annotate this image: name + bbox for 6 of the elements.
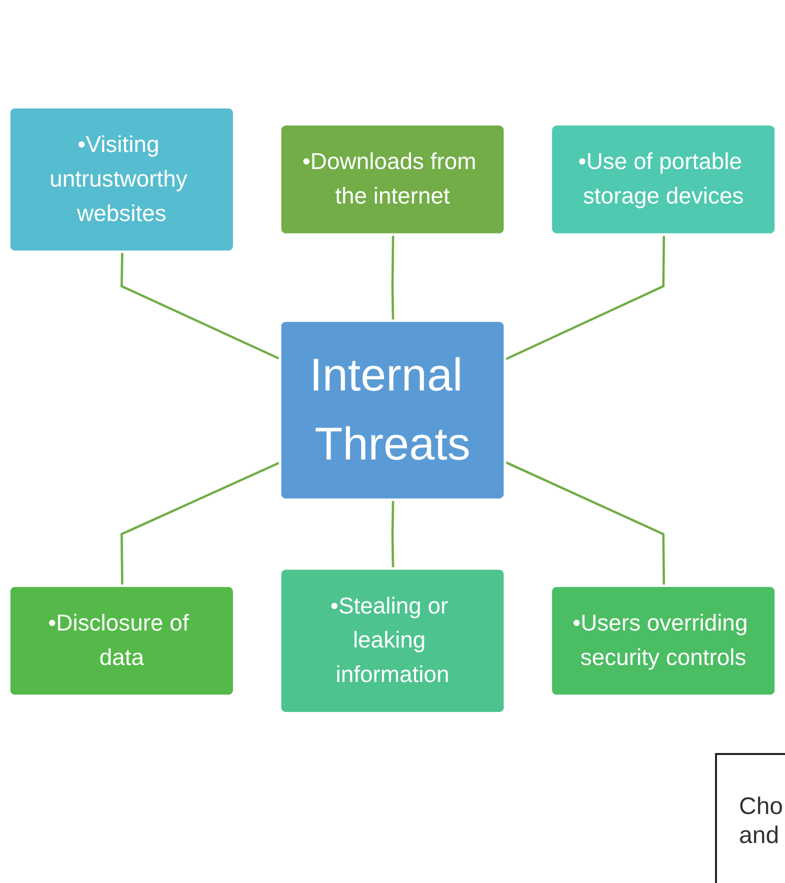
connector bbox=[120, 252, 282, 360]
connector bbox=[391, 500, 394, 569]
connector bbox=[120, 461, 282, 586]
connector bbox=[505, 234, 666, 360]
connector bbox=[505, 461, 666, 586]
connector bbox=[391, 234, 394, 322]
